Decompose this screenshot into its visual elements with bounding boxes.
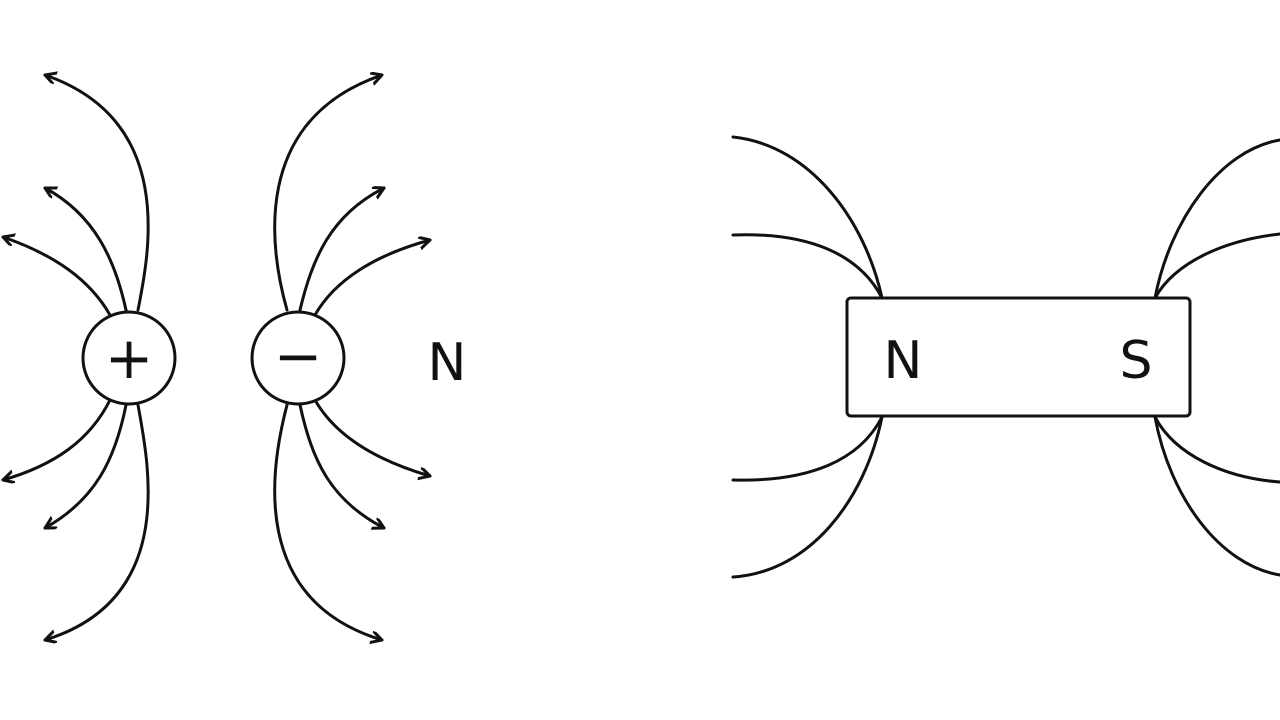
negative-charge: − bbox=[250, 310, 346, 406]
negative-field-line bbox=[313, 240, 432, 317]
bar-magnet: N S bbox=[845, 296, 1192, 418]
positive-field-line bbox=[43, 403, 128, 530]
positive-field-line bbox=[1, 237, 112, 317]
negative-field-line bbox=[298, 403, 386, 528]
north-label-standalone: N bbox=[428, 333, 467, 393]
negative-field-line bbox=[273, 75, 384, 312]
magnet-south-label: S bbox=[1119, 331, 1152, 391]
negative-charge-field-lines bbox=[273, 75, 432, 640]
positive-charge: + bbox=[81, 310, 177, 406]
magnet-field-line-north bbox=[731, 135, 884, 300]
negative-field-line bbox=[273, 403, 384, 640]
negative-field-line bbox=[313, 398, 432, 476]
positive-field-line bbox=[43, 75, 150, 312]
positive-field-line bbox=[43, 403, 150, 640]
magnet-field-line-north bbox=[731, 233, 884, 300]
magnet-field-line-north bbox=[731, 415, 884, 579]
negative-charge-symbol: − bbox=[274, 322, 323, 390]
magnet-field-line-north bbox=[731, 415, 884, 482]
magnet-field-lines bbox=[731, 135, 1280, 579]
magnet-field-line-south bbox=[1153, 415, 1280, 484]
magnet-field-line-south bbox=[1153, 232, 1280, 300]
magnet-field-line-south bbox=[1153, 415, 1280, 577]
positive-charge-symbol: + bbox=[105, 324, 154, 392]
magnet-north-label: N bbox=[884, 331, 923, 391]
positive-field-line bbox=[1, 398, 112, 480]
negative-field-line bbox=[298, 188, 386, 312]
positive-field-line bbox=[43, 188, 128, 312]
bar-magnet-body bbox=[845, 296, 1192, 418]
positive-charge-field-lines bbox=[1, 75, 150, 640]
magnet-field-line-south bbox=[1153, 138, 1280, 300]
